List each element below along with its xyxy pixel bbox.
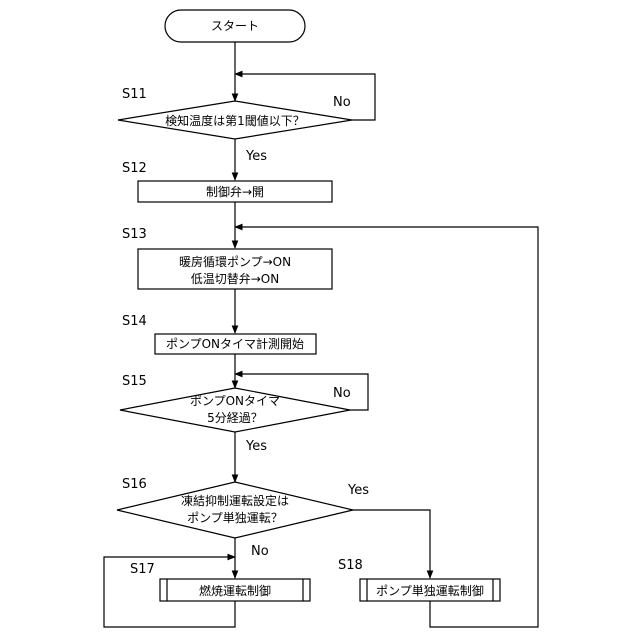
s15-no-label: No	[333, 386, 351, 401]
decision-s15-line2: 5分経過？	[207, 411, 263, 425]
connector-s16-s18	[353, 510, 430, 578]
step-label-s16: S16	[122, 477, 147, 492]
s15-yes-label: Yes	[245, 439, 267, 454]
step-label-s11: S11	[122, 87, 147, 102]
process-s12-text: 制御弁→開	[206, 184, 264, 199]
subprocess-s18-text: ポンプ単独運転制御	[376, 583, 484, 598]
process-s13-line2: 低温切替弁→ON	[191, 271, 279, 286]
decision-s15-line1: ポンプONタイマ	[190, 394, 280, 408]
subprocess-s17-text: 燃焼運転制御	[199, 583, 271, 598]
decision-s11-text: 検知温度は第1閾値以下？	[165, 113, 305, 128]
step-label-s17: S17	[130, 562, 155, 577]
step-label-s15: S15	[122, 374, 147, 389]
decision-s16-line2: ポンプ単独運転？	[187, 511, 283, 525]
step-label-s14: S14	[122, 314, 147, 329]
s16-yes-label: Yes	[347, 483, 369, 498]
s11-no-label: No	[333, 95, 351, 110]
step-label-s18: S18	[338, 558, 363, 573]
process-s14-text: ポンプONタイマ計測開始	[166, 336, 304, 351]
decision-s16-line1: 凍結抑制運転設定は	[181, 493, 289, 508]
start-label: スタート	[211, 19, 259, 33]
s11-yes-label: Yes	[245, 149, 267, 164]
step-label-s13: S13	[122, 227, 147, 242]
process-s13-line1: 暖房循環ポンプ→ON	[179, 254, 291, 269]
step-label-s12: S12	[122, 161, 147, 176]
s16-no-label: No	[251, 544, 269, 559]
decision-s16	[117, 482, 353, 538]
